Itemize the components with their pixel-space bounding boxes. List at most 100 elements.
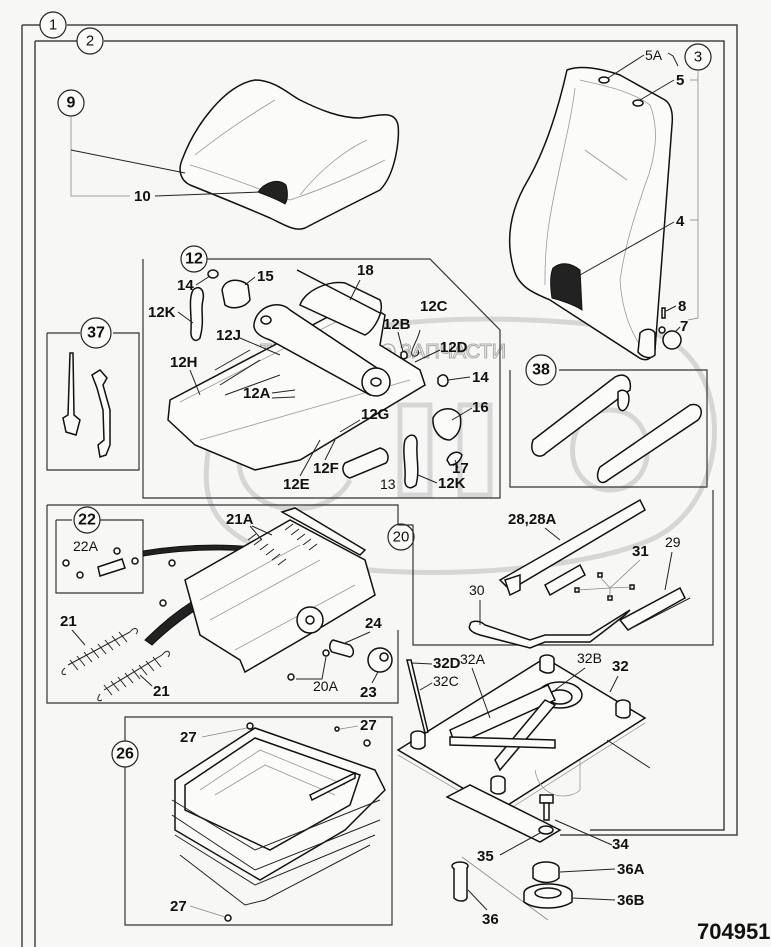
part-label-27-bottom: 27 (170, 898, 187, 915)
part-12k-right (403, 434, 419, 489)
part-label-12k-right: 12K (438, 475, 466, 492)
part-label-32d: 32D (433, 655, 461, 672)
svg-text:26: 26 (116, 746, 134, 763)
part-label-14-right: 14 (472, 369, 489, 386)
svg-text:20: 20 (393, 529, 410, 546)
lever-32c (406, 659, 429, 734)
assembly-frame-2 (34, 40, 725, 947)
part-label-12f: 12F (313, 460, 339, 477)
part-label-34: 34 (612, 836, 629, 853)
spring-21-bottom (97, 650, 170, 702)
part-label-27-top-left: 27 (180, 729, 197, 746)
svg-text:38: 38 (532, 362, 550, 379)
part-label-12h: 12H (170, 354, 198, 371)
clip-27 (363, 739, 371, 747)
part-label-23: 23 (360, 684, 377, 701)
armrest-right (596, 403, 702, 484)
part-label-5a: 5A (645, 47, 663, 63)
badge-20: 20 (387, 523, 415, 551)
assembly-frame-1 (21, 24, 738, 947)
part-12k-left (189, 287, 205, 342)
post (490, 775, 506, 795)
part-label-35: 35 (477, 848, 494, 865)
badge-37: 37 (80, 317, 112, 349)
badge-22: 22 (73, 506, 101, 534)
svg-text:2: 2 (86, 33, 94, 50)
swivel-plate (396, 654, 651, 843)
armrest-brackets-box (46, 332, 140, 471)
armrest-left (531, 374, 632, 457)
part-label-32c: 32C (433, 673, 459, 689)
backrest (508, 66, 674, 361)
part-label-20a: 20A (313, 678, 339, 694)
part-15 (221, 279, 251, 309)
part-label-18: 18 (357, 262, 374, 279)
part-13 (342, 447, 389, 479)
washer-35 (538, 825, 554, 835)
badge-1: 1 (39, 11, 67, 39)
post (615, 699, 631, 719)
part-label-5: 5 (676, 72, 684, 89)
part-label-14-top: 14 (177, 277, 194, 294)
knob-23 (367, 647, 393, 673)
armrest-bracket-left (62, 352, 81, 436)
bellows (171, 727, 386, 906)
rubber-36b (523, 883, 573, 909)
part-label-21-top: 21 (60, 613, 77, 630)
part-label-36b: 36B (617, 892, 645, 909)
badge-12: 12 (180, 245, 208, 273)
part-label-21-bottom: 21 (153, 683, 170, 700)
armrest-bracket-right (91, 369, 111, 458)
part-label-31: 31 (632, 543, 649, 560)
part-label-24: 24 (365, 615, 382, 632)
part-label-12e: 12E (283, 476, 310, 493)
screw-27-top-left (246, 722, 254, 730)
part-label-13: 13 (380, 476, 396, 492)
bushing-36 (451, 861, 469, 902)
part-label-12d: 12D (440, 339, 468, 356)
handle-24 (329, 639, 355, 658)
part-label-4: 4 (676, 213, 685, 230)
seat-cushion (179, 79, 400, 230)
part-label-32b: 32B (577, 650, 602, 666)
bellows-box (124, 716, 393, 926)
slide-rail (468, 498, 691, 649)
part-label-32: 32 (612, 658, 629, 675)
svg-text:3: 3 (694, 49, 702, 66)
part-label-10: 10 (134, 188, 151, 205)
part-14-top (207, 269, 219, 279)
damper-box (55, 519, 144, 594)
screw-27-bottom (224, 914, 232, 922)
suspension-mechanism (159, 507, 376, 674)
screw-8 (661, 307, 666, 319)
badge-2: 2 (76, 27, 104, 55)
badge-9: 9 (57, 89, 85, 117)
slide-rails-area (398, 490, 714, 646)
part-label-15: 15 (257, 268, 274, 285)
part-label-30: 30 (469, 582, 485, 598)
watermark-text-right: ЗАПЧАСТИ (400, 341, 506, 363)
part-label-12c: 12C (420, 298, 448, 315)
svg-text:9: 9 (67, 95, 76, 112)
svg-text:12: 12 (185, 251, 203, 268)
part-label-12k-left: 12K (148, 304, 176, 321)
part-label-36a: 36A (617, 861, 645, 878)
part-label-29: 29 (665, 534, 681, 550)
part-label-16: 16 (472, 399, 489, 416)
seat-frame (167, 269, 426, 471)
armrests-box (509, 369, 708, 488)
badge-38: 38 (525, 354, 557, 386)
part-label-36: 36 (482, 911, 499, 928)
part-label-12j: 12J (216, 327, 241, 344)
svg-text:37: 37 (87, 325, 105, 342)
screw-27-top-right (334, 726, 340, 732)
part-12c (411, 329, 421, 357)
part-label-28: 28,28A (508, 511, 557, 528)
seat-frame-box (142, 258, 501, 499)
damper-22a (62, 547, 139, 579)
part-12b (400, 350, 408, 360)
part-14-right (437, 374, 449, 387)
part-label-22a: 22A (73, 538, 99, 554)
part-label-12b: 12B (383, 316, 411, 333)
